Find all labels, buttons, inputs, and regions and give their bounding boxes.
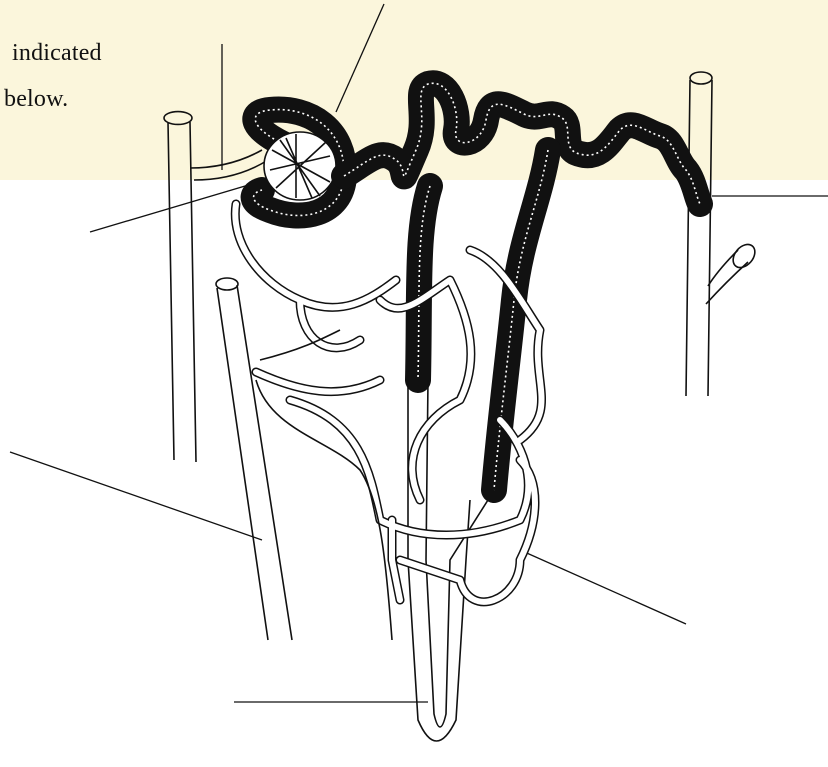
leader-line-capsule — [336, 4, 384, 112]
leader-line-capillaries — [520, 550, 686, 624]
branch-vessel-opening — [729, 240, 760, 271]
descending-thick-limb — [418, 186, 430, 380]
tubules — [344, 83, 700, 490]
left-vein-outline — [217, 285, 292, 640]
bowmans-capsule — [254, 110, 344, 216]
leader-line-vessel — [10, 452, 262, 540]
right-vessel-opening — [690, 72, 712, 84]
right-blood-vessel — [686, 72, 759, 396]
left-vein-opening — [216, 278, 238, 290]
loop-outline-inner — [426, 380, 488, 727]
branch-vessel — [706, 250, 748, 304]
right-vessel-outline — [686, 80, 712, 396]
left-artery-outline — [164, 112, 196, 462]
afferent-arteriole — [190, 150, 262, 168]
proximal-distal-convoluted-tubule — [344, 83, 700, 204]
